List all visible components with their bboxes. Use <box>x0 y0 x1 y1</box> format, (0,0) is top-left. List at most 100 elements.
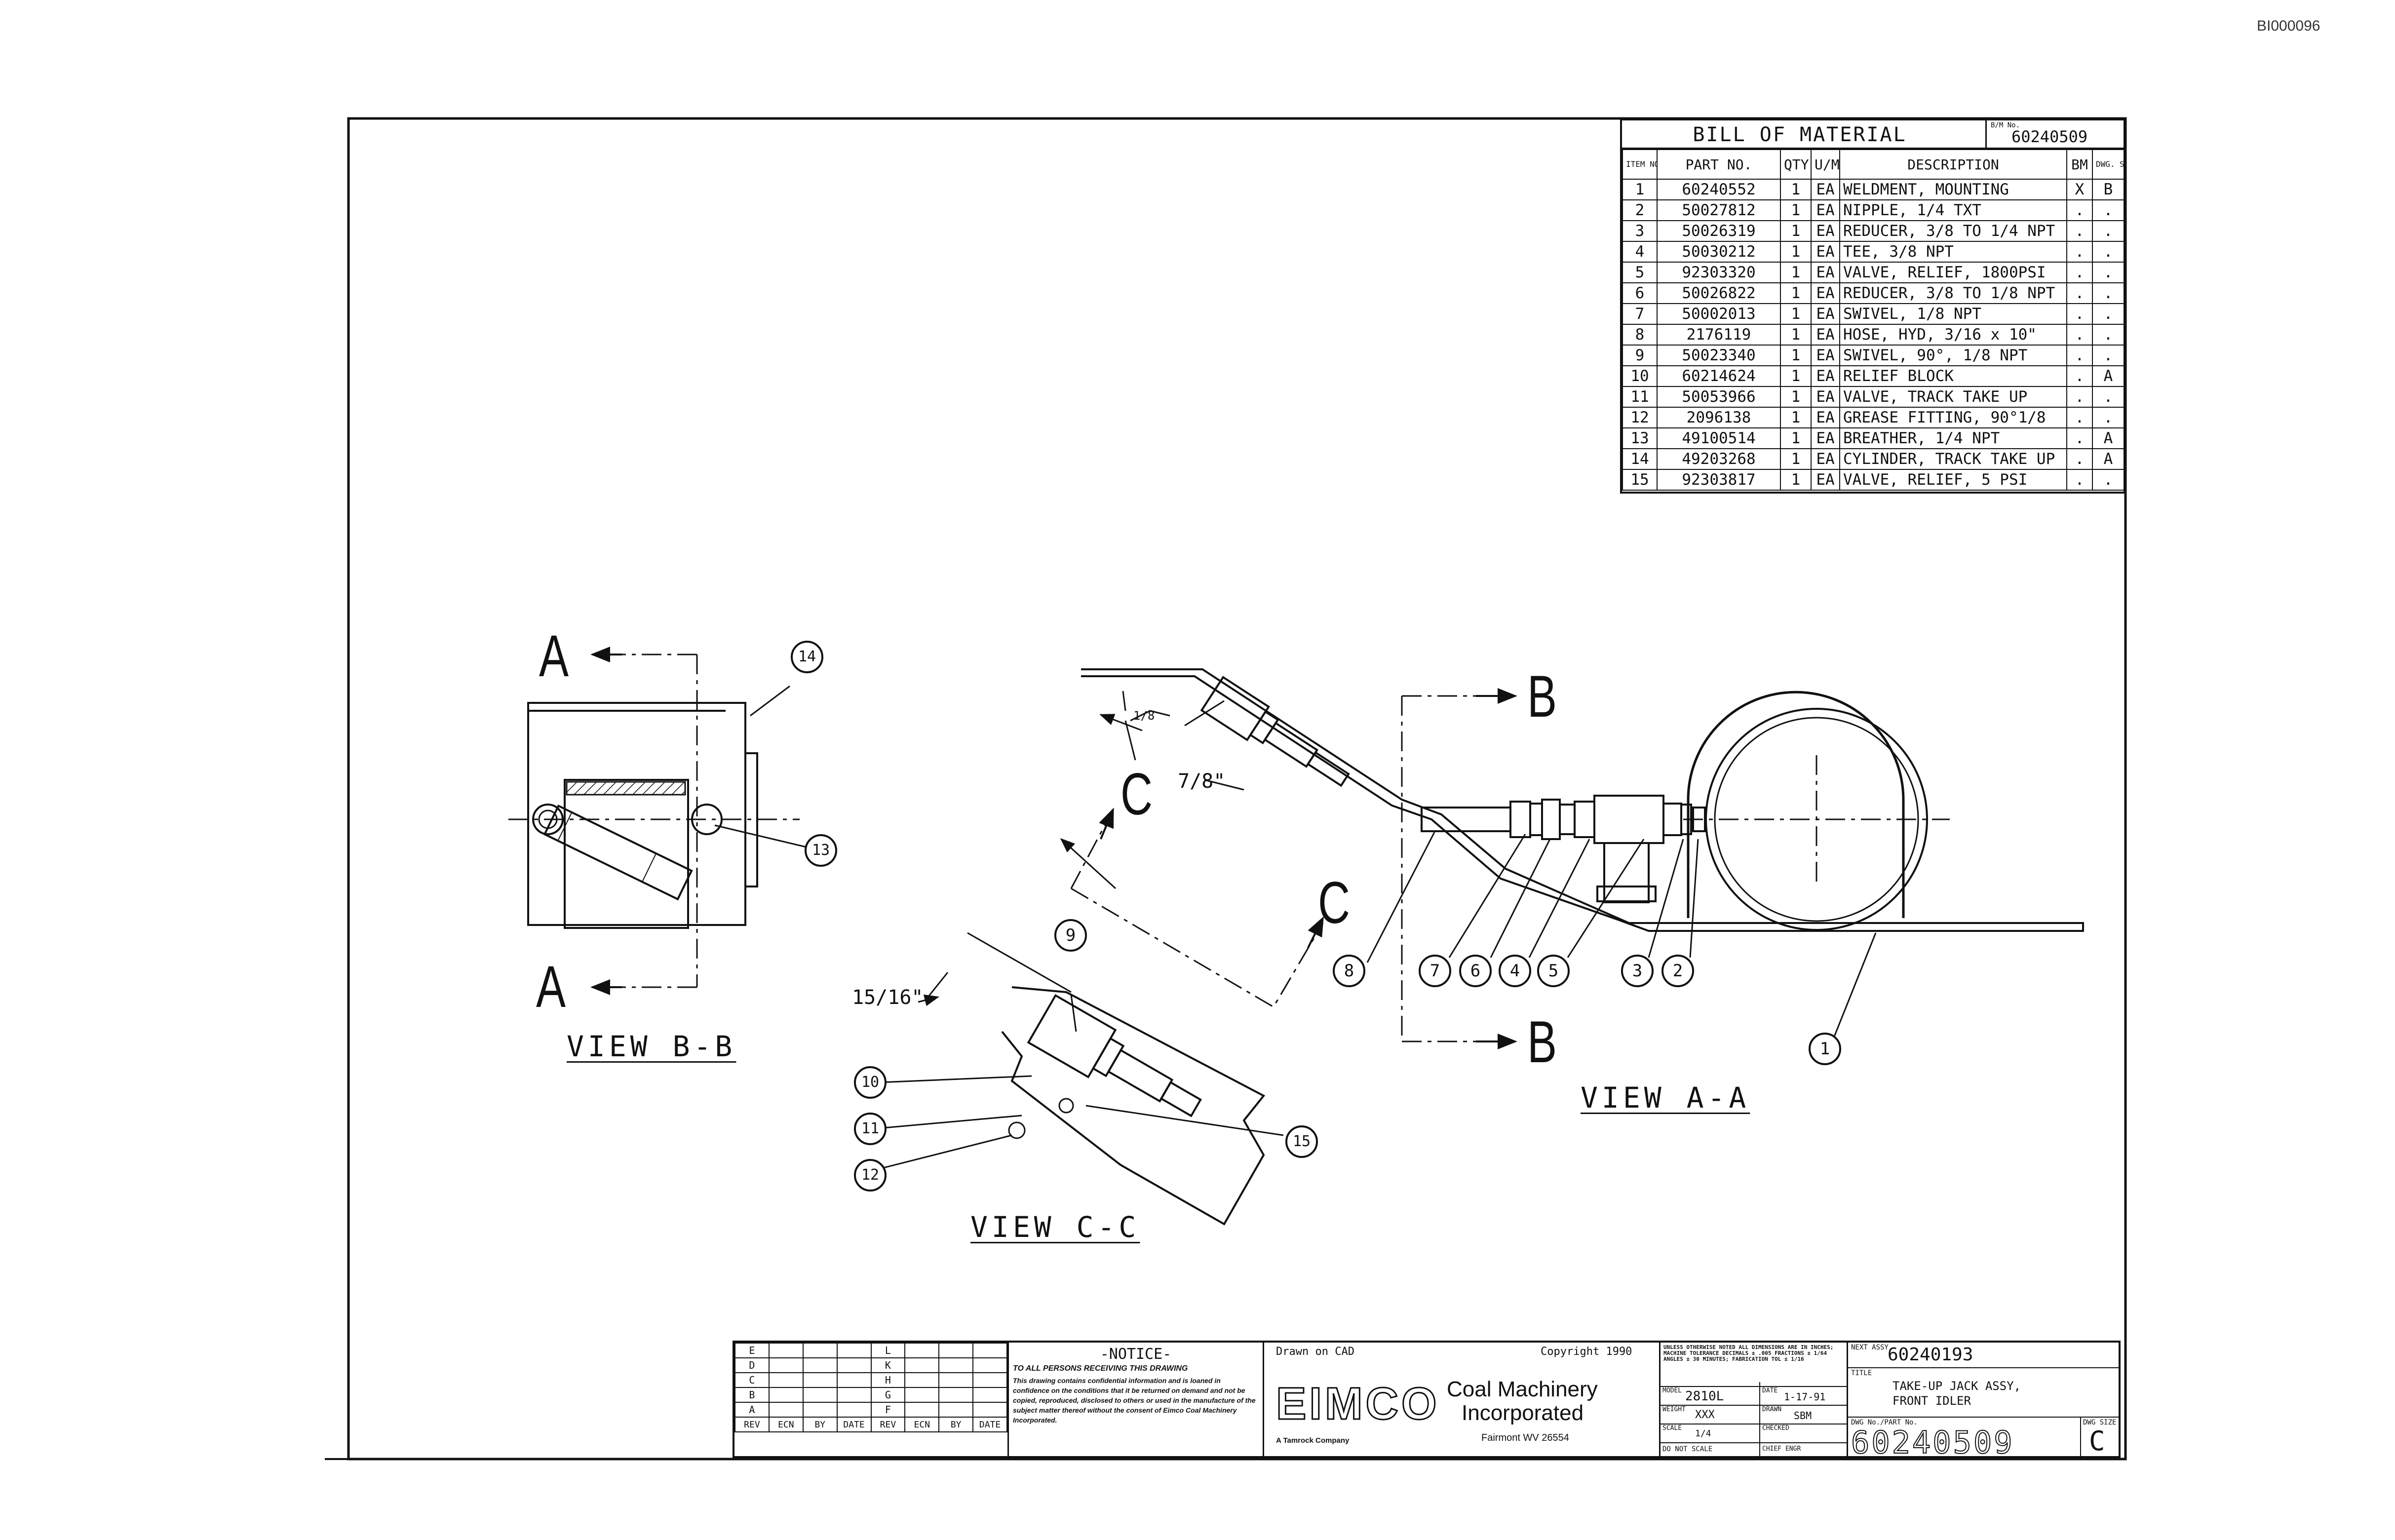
title-line1: TAKE-UP JACK ASSY, <box>1893 1379 2021 1393</box>
rev-cell <box>972 1357 1007 1373</box>
rev-footer-cell: ECN <box>768 1417 804 1432</box>
dimension-7-8: 7/8" <box>1178 770 1226 793</box>
title-label: TITLE <box>1851 1369 1872 1377</box>
bom-cell-desc: GREASE FITTING, 90°1/8 <box>1839 407 2067 428</box>
rev-footer-cell: DATE <box>972 1417 1007 1432</box>
bom-cell-item: 9 <box>1622 345 1658 366</box>
bom-cell-bm: . <box>2066 469 2093 491</box>
bom-cell-item: 6 <box>1622 282 1658 304</box>
rev-cell <box>972 1372 1007 1388</box>
rev-letter: L <box>870 1343 906 1358</box>
rev-cell <box>768 1387 804 1403</box>
bom-cell-um: EA <box>1811 365 1840 387</box>
bom-cell-desc: SWIVEL, 1/8 NPT <box>1839 303 2067 325</box>
copyright: Copyright 1990 <box>1541 1346 1632 1358</box>
bom-cell-qty: 1 <box>1780 386 1812 408</box>
bom-cell-size: . <box>2092 303 2125 325</box>
balloon-7: 7 <box>1419 955 1451 987</box>
rev-cell <box>904 1387 940 1403</box>
bom-table: ITEM NO. PART NO. QTY U/M DESCRIPTION BM… <box>1622 149 2125 491</box>
balloon-6: 6 <box>1459 955 1492 987</box>
rev-footer-cell: ECN <box>904 1417 940 1432</box>
balloon-10: 10 <box>854 1066 887 1099</box>
rev-cell <box>836 1387 872 1403</box>
section-c-left-label: C <box>1120 761 1153 827</box>
bom-cell-desc: BREATHER, 1/4 NPT <box>1839 427 2067 449</box>
bom-cell-qty: 1 <box>1780 427 1812 449</box>
bom-cell-size: . <box>2092 386 2125 408</box>
checked-label: CHECKED <box>1762 1424 1789 1432</box>
bill-of-material: BILL OF MATERIAL B/M No. 60240509 ITEM N… <box>1620 118 2125 494</box>
rev-letter: E <box>734 1343 770 1358</box>
col-bm-header: BM <box>2066 149 2093 180</box>
bom-cell-part: 2096138 <box>1657 407 1781 428</box>
bom-cell-size: A <box>2092 427 2125 449</box>
bom-cell-part: 2176119 <box>1657 324 1781 346</box>
bom-cell-item: 14 <box>1622 448 1658 470</box>
rev-footer-cell: BY <box>802 1417 838 1432</box>
bom-cell-item: 5 <box>1622 262 1658 283</box>
bom-cell-size: . <box>2092 199 2125 221</box>
model-value: 2810L <box>1685 1389 1724 1404</box>
bom-cell-qty: 1 <box>1780 220 1812 242</box>
company-tagline: A Tamrock Company <box>1276 1436 1350 1445</box>
do-not-scale: DO NOT SCALE <box>1662 1445 1713 1453</box>
bom-cell-um: EA <box>1811 220 1840 242</box>
bom-cell-desc: CYLINDER, TRACK TAKE UP <box>1839 448 2067 470</box>
bom-cell-desc: VALVE, TRACK TAKE UP <box>1839 386 2067 408</box>
dwg-size-label: DWG SIZE <box>2083 1419 2117 1426</box>
company-area: Drawn on CAD Copyright 1990 EIMCO A Tamr… <box>1264 1343 1659 1456</box>
date-value: 1-17-91 <box>1784 1391 1826 1403</box>
rev-cell <box>938 1357 974 1373</box>
bom-cell-qty: 1 <box>1780 179 1812 200</box>
bom-cell-size: . <box>2092 345 2125 366</box>
bom-cell-qty: 1 <box>1780 345 1812 366</box>
notice-body: This drawing contains confidential infor… <box>1013 1377 1256 1424</box>
bom-header: BILL OF MATERIAL B/M No. 60240509 <box>1622 120 2124 149</box>
dimension-weld-1-8: 1/8 <box>1133 709 1155 723</box>
bom-cell-qty: 1 <box>1780 407 1812 428</box>
balloon-4: 4 <box>1499 955 1531 987</box>
weight-value: XXX <box>1695 1409 1715 1421</box>
rev-cell <box>836 1372 872 1388</box>
rev-cell <box>972 1343 1007 1358</box>
balloon-13: 13 <box>805 834 837 867</box>
bom-cell-part: 60240552 <box>1657 179 1781 200</box>
rev-cell <box>938 1343 974 1358</box>
model-row: MODEL 2810L DATE 1-17-91 <box>1661 1387 1847 1406</box>
bom-cell-um: EA <box>1811 427 1840 449</box>
bom-cell-item: 8 <box>1622 324 1658 346</box>
notice-lead: TO ALL PERSONS RECEIVING THIS DRAWING <box>1013 1364 1188 1373</box>
rev-cell <box>802 1402 838 1418</box>
bom-cell-part: 50026822 <box>1657 282 1781 304</box>
bom-cell-qty: 1 <box>1780 262 1812 283</box>
bom-cell-item: 4 <box>1622 241 1658 263</box>
view-aa-label: VIEW A-A <box>1581 1081 1750 1115</box>
bom-cell-qty: 1 <box>1780 448 1812 470</box>
scale-value: 1/4 <box>1695 1428 1711 1439</box>
eimco-logo: EIMCO <box>1275 1378 1440 1430</box>
drawing-size: C <box>2089 1425 2105 1457</box>
weight-row: WEIGHT XXX DRAWN SBM <box>1661 1406 1847 1424</box>
rev-footer-cell: REV <box>734 1417 770 1432</box>
bom-cell-bm: . <box>2066 324 2093 346</box>
chief-engr-label: CHIEF ENGR <box>1762 1445 1801 1453</box>
bom-cell-bm: . <box>2066 262 2093 283</box>
bom-cell-um: EA <box>1811 282 1840 304</box>
company-city: Fairmont WV 26554 <box>1481 1432 1569 1443</box>
bom-cell-desc: RELIEF BLOCK <box>1839 365 2067 387</box>
section-c-right-label: C <box>1318 870 1351 936</box>
bom-cell-item: 13 <box>1622 427 1658 449</box>
rev-cell <box>938 1372 974 1388</box>
col-size-header: DWG. SIZE <box>2092 149 2125 180</box>
bom-cell-part: 50002013 <box>1657 303 1781 325</box>
bom-cell-size: A <box>2092 448 2125 470</box>
section-a-top-label: A <box>539 623 569 689</box>
